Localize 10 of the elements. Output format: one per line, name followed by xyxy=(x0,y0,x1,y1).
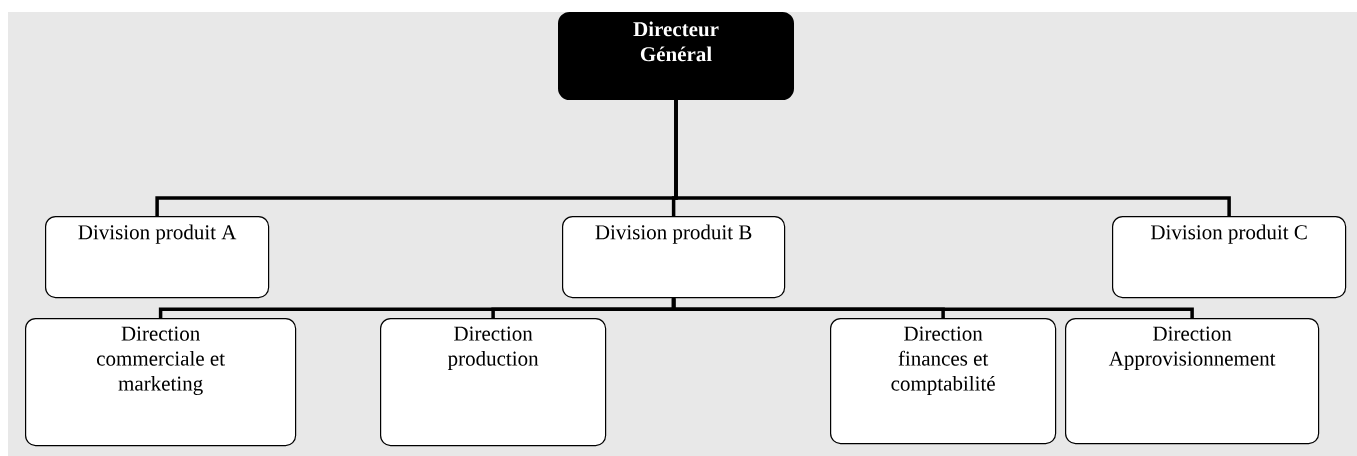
connector-line xyxy=(671,298,1194,318)
org-box: Direction commerciale et marketing xyxy=(25,318,297,447)
org-box: Division produit B xyxy=(562,216,786,299)
org-box: Division produit C xyxy=(1112,216,1347,299)
org-box: Directeur Général xyxy=(558,12,794,100)
org-box: Direction Approvisionnement xyxy=(1065,318,1320,445)
org-box: Direction finances et comptabilité xyxy=(830,318,1057,445)
connector-line xyxy=(674,100,1231,216)
org-box: Direction production xyxy=(380,318,607,447)
org-box: Division produit A xyxy=(45,216,270,299)
